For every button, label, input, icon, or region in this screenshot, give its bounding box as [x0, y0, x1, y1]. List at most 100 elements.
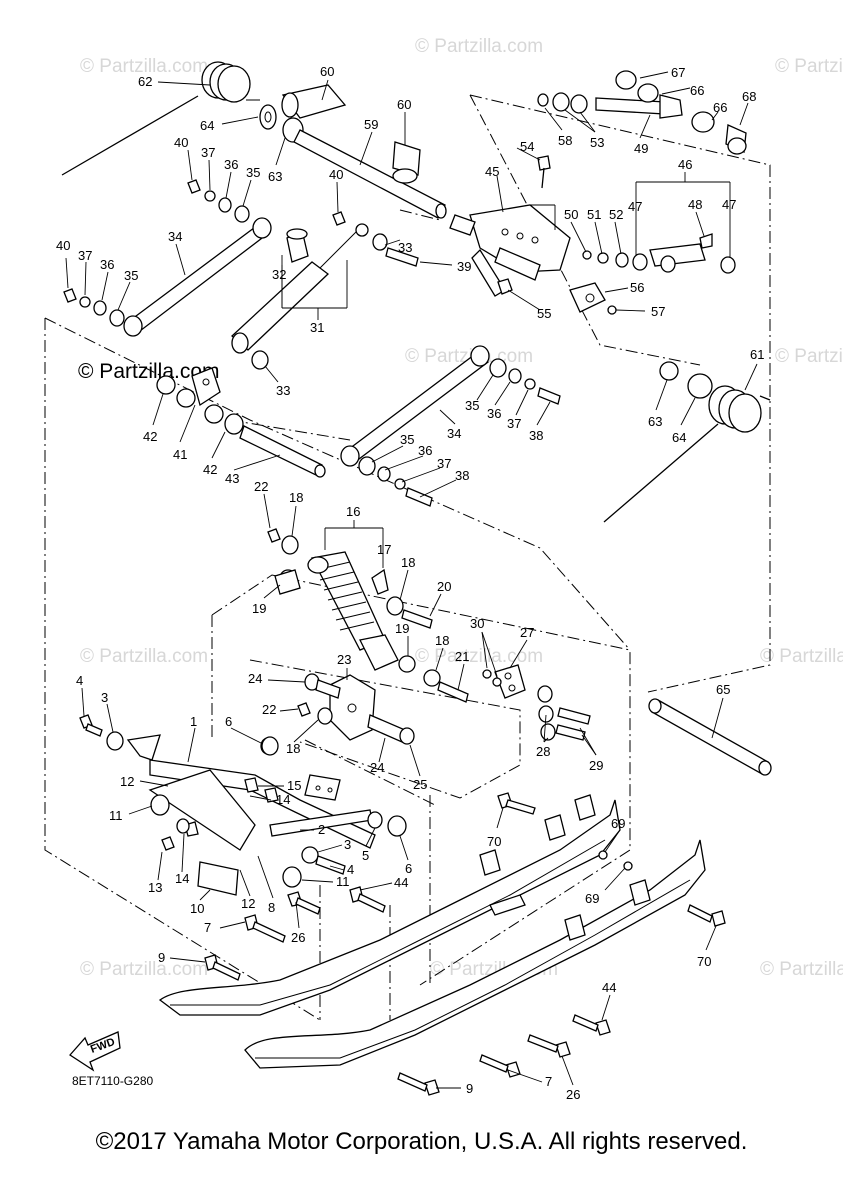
washers-50-51-52: [582, 250, 629, 268]
callout-label: 19: [252, 601, 266, 616]
callout-label: 24: [248, 671, 262, 686]
callout-label: 53: [590, 135, 604, 150]
callout-label: 47: [628, 199, 642, 214]
callout-label: 22: [262, 702, 276, 717]
callout-label: 63: [648, 414, 662, 429]
callout-label: 31: [310, 320, 324, 335]
callout-label: 55: [537, 306, 551, 321]
copyright-notice: ©2017 Yamaha Motor Corporation, U.S.A. A…: [95, 1128, 748, 1155]
callout-label: 36: [224, 157, 238, 172]
callout-label: 8: [268, 900, 275, 915]
callout-label: 43: [225, 471, 239, 486]
callout-label: 29: [589, 758, 603, 773]
callout-label: 12: [120, 774, 134, 789]
callout-label: 49: [634, 141, 648, 156]
callout-label: 9: [158, 950, 165, 965]
callout-label: 35: [124, 268, 138, 283]
callout-label: 58: [558, 133, 572, 148]
callout-label: 54: [520, 139, 534, 154]
watermark: © Partzilla.com: [760, 646, 843, 667]
callout-label: 61: [750, 347, 764, 362]
callout-label: 11: [336, 874, 350, 889]
callout-label: 17: [377, 542, 391, 557]
watermark: © Partzilla.com: [80, 56, 208, 77]
rocker-23: [260, 673, 415, 755]
callout-label: 52: [609, 207, 623, 222]
diagram-code: 8ET7110-G280: [72, 1074, 153, 1088]
callout-label: 21: [455, 649, 469, 664]
callout-label: 32: [272, 267, 286, 282]
fwd-arrow-icon: FWD: [69, 1031, 121, 1072]
watermark: © Partzilla.com: [775, 56, 843, 77]
shaft-43: [239, 425, 326, 478]
callout-label: 18: [289, 490, 303, 505]
plate-56: [569, 282, 617, 315]
callout-label: 62: [138, 74, 152, 89]
callout-label: 14: [175, 871, 189, 886]
callout-label: 35: [246, 165, 260, 180]
callout-label: 6: [405, 861, 412, 876]
callout-label: 18: [435, 633, 449, 648]
grease-nipple-assembly-46: [632, 233, 736, 274]
pivot-bracket-45: [449, 204, 571, 297]
leader-lines: [65, 71, 758, 1089]
callout-label: 22: [254, 479, 268, 494]
spacer-set-upper: [63, 179, 346, 327]
callout-label: 59: [364, 117, 378, 132]
collar-64: [259, 104, 277, 130]
callout-label: 18: [286, 741, 300, 756]
callout-label: 7: [545, 1074, 552, 1089]
callout-label: 68: [742, 89, 756, 104]
cross-shaft-2: [269, 809, 407, 875]
torsion-spring-right: [603, 361, 771, 523]
callout-label: 18: [401, 555, 415, 570]
link-arm-34-lower: [340, 345, 561, 507]
callout-label: 33: [398, 240, 412, 255]
callout-label: 26: [291, 930, 305, 945]
callout-label: 45: [485, 164, 499, 179]
callout-label: 2: [318, 822, 325, 837]
callout-label: 60: [320, 64, 334, 79]
callout-label: 4: [76, 673, 83, 688]
callout-label: 14: [276, 792, 290, 807]
callout-label: 35: [465, 398, 479, 413]
link-27: [482, 664, 591, 741]
callout-label: 64: [672, 430, 686, 445]
callout-label: 20: [437, 579, 451, 594]
torsion-spring-left: [61, 61, 260, 176]
callout-label: 65: [716, 682, 730, 697]
callout-label: 19: [395, 621, 409, 636]
shaft-49: [537, 92, 683, 119]
callout-label: 64: [200, 118, 214, 133]
callout-label: 6: [225, 714, 232, 729]
callout-label: 10: [190, 901, 204, 916]
front-arm-1: [79, 714, 376, 851]
callout-label: 40: [174, 135, 188, 150]
shock-absorber-16: [267, 528, 469, 703]
callout-label: 51: [587, 207, 601, 222]
callout-label: 33: [276, 383, 290, 398]
callout-label: 38: [529, 428, 543, 443]
callout-label: 37: [78, 248, 92, 263]
callout-label: 11: [109, 808, 123, 823]
callout-label: 39: [457, 259, 471, 274]
callout-label: 60: [397, 97, 411, 112]
watermark: © Partzilla.com: [80, 959, 208, 980]
guide-lines: [44, 94, 771, 1021]
callout-label: 37: [437, 456, 451, 471]
link-arm-34-upper: [123, 217, 272, 337]
watermark-layer: © Partzilla.com © Partzilla.com © Partzi…: [80, 36, 843, 980]
brand-logo: © Partzilla.com: [78, 360, 220, 383]
bolts-lower-left: [204, 886, 386, 981]
callout-label: 9: [466, 1081, 473, 1096]
callout-label: 50: [564, 207, 578, 222]
callout-label: 28: [536, 744, 550, 759]
watermark: © Partzilla.com: [415, 646, 543, 667]
callout-label: 36: [487, 406, 501, 421]
callout-label: 23: [337, 652, 351, 667]
callout-label: 42: [203, 462, 217, 477]
callout-label: 37: [201, 145, 215, 160]
callout-label: 12: [241, 896, 255, 911]
collar-10-11: [176, 818, 302, 896]
washers-33: [251, 223, 419, 370]
